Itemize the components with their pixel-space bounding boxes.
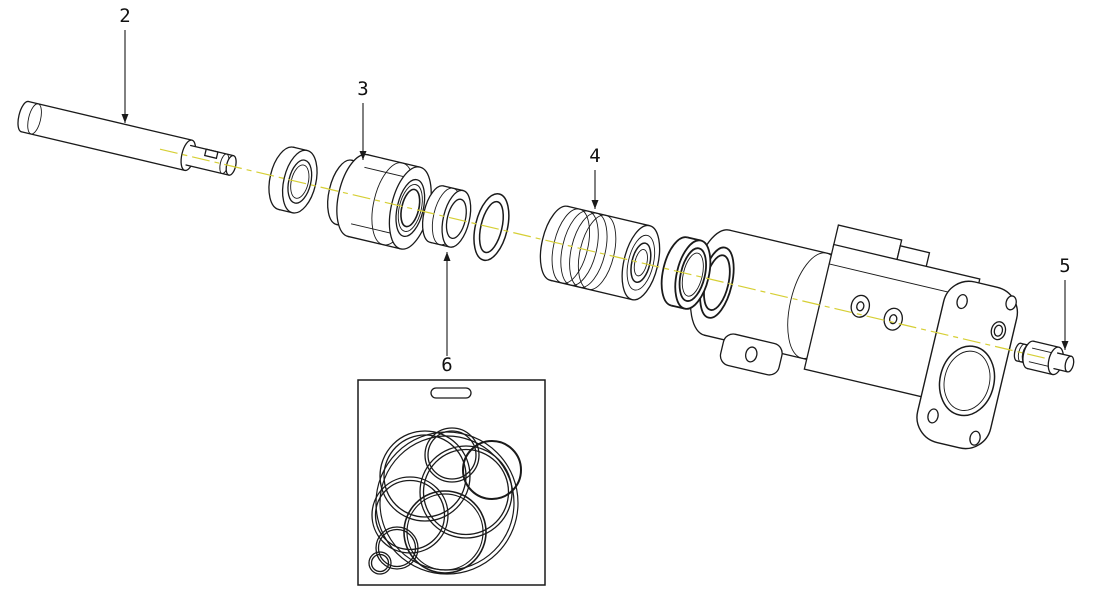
o-ring bbox=[368, 551, 392, 575]
flange-bolt-hole bbox=[956, 294, 968, 310]
callout-label-6: 6 bbox=[441, 354, 452, 376]
callout-label-2: 2 bbox=[119, 5, 130, 27]
centerline bbox=[159, 148, 1047, 359]
callout-label-4: 4 bbox=[589, 145, 600, 167]
bag-hang-slot bbox=[430, 387, 472, 399]
part-cylinder-body bbox=[689, 224, 1019, 450]
body-port-hole-1 bbox=[850, 294, 871, 318]
seal-kit-bag bbox=[357, 379, 546, 586]
rod-tip-notch bbox=[203, 148, 219, 160]
part-piston-rod bbox=[17, 100, 237, 176]
callout-label-5: 5 bbox=[1059, 255, 1070, 277]
piston-groove bbox=[560, 210, 599, 286]
o-ring bbox=[379, 430, 471, 522]
flange-bolt-hole bbox=[927, 408, 939, 424]
plug-tip bbox=[1064, 355, 1075, 373]
foot-lug-hole bbox=[745, 346, 758, 363]
flange-bolt-hole bbox=[969, 430, 981, 446]
body-port-hole-2 bbox=[883, 307, 903, 331]
callout-label-3: 3 bbox=[357, 78, 368, 100]
o-ring bbox=[403, 490, 487, 574]
callouts: 2 3 4 5 6 bbox=[119, 5, 1070, 376]
flange-center-bore bbox=[938, 345, 996, 417]
o-ring bbox=[375, 526, 419, 570]
bag-o-rings bbox=[368, 427, 522, 575]
flange-bolt-hole bbox=[1005, 295, 1017, 311]
part-retainer-ring bbox=[268, 146, 318, 214]
o-ring bbox=[462, 440, 522, 500]
o-ring bbox=[424, 427, 480, 483]
